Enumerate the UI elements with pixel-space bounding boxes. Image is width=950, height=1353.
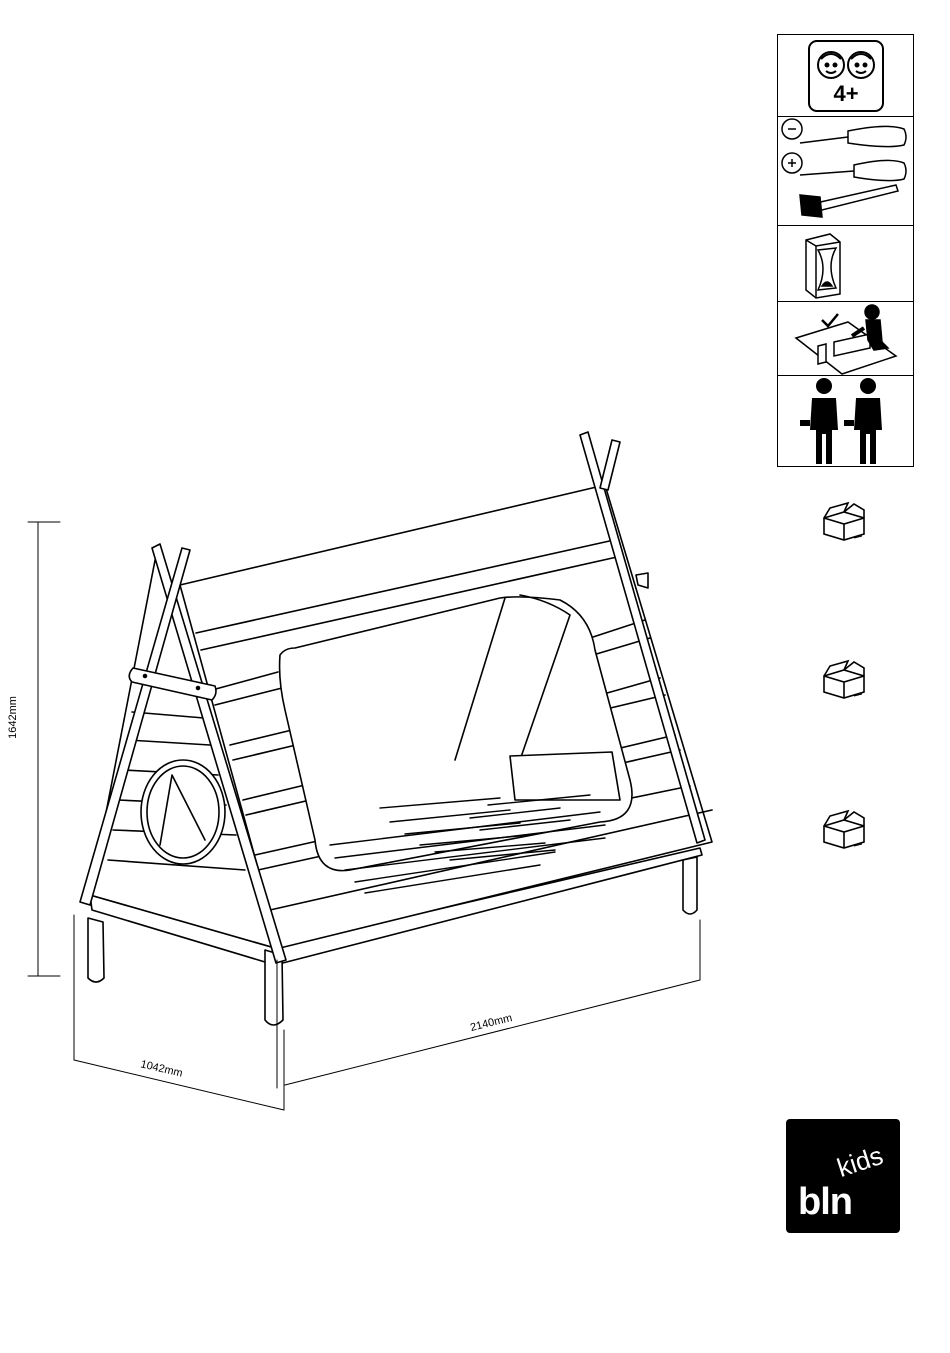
- tools-icon: [778, 117, 913, 226]
- age-label: 4+: [824, 83, 868, 105]
- package-box-icon: [818, 808, 870, 852]
- package-box-icon: [818, 658, 870, 702]
- requirements-icon-panel: 4+: [777, 34, 914, 467]
- assembly-mat-icon: [778, 302, 913, 376]
- package-box-icon: [818, 500, 870, 544]
- age-4plus-icon: 4+: [778, 35, 913, 117]
- brand-logo: kids bln: [786, 1119, 900, 1233]
- hourglass-icon: [778, 226, 913, 302]
- height-dimension-label: 1642mm: [8, 696, 19, 739]
- logo-main-text: bln: [798, 1183, 852, 1221]
- two-persons-icon: [778, 376, 913, 467]
- logo-sub-text: kids: [834, 1142, 886, 1181]
